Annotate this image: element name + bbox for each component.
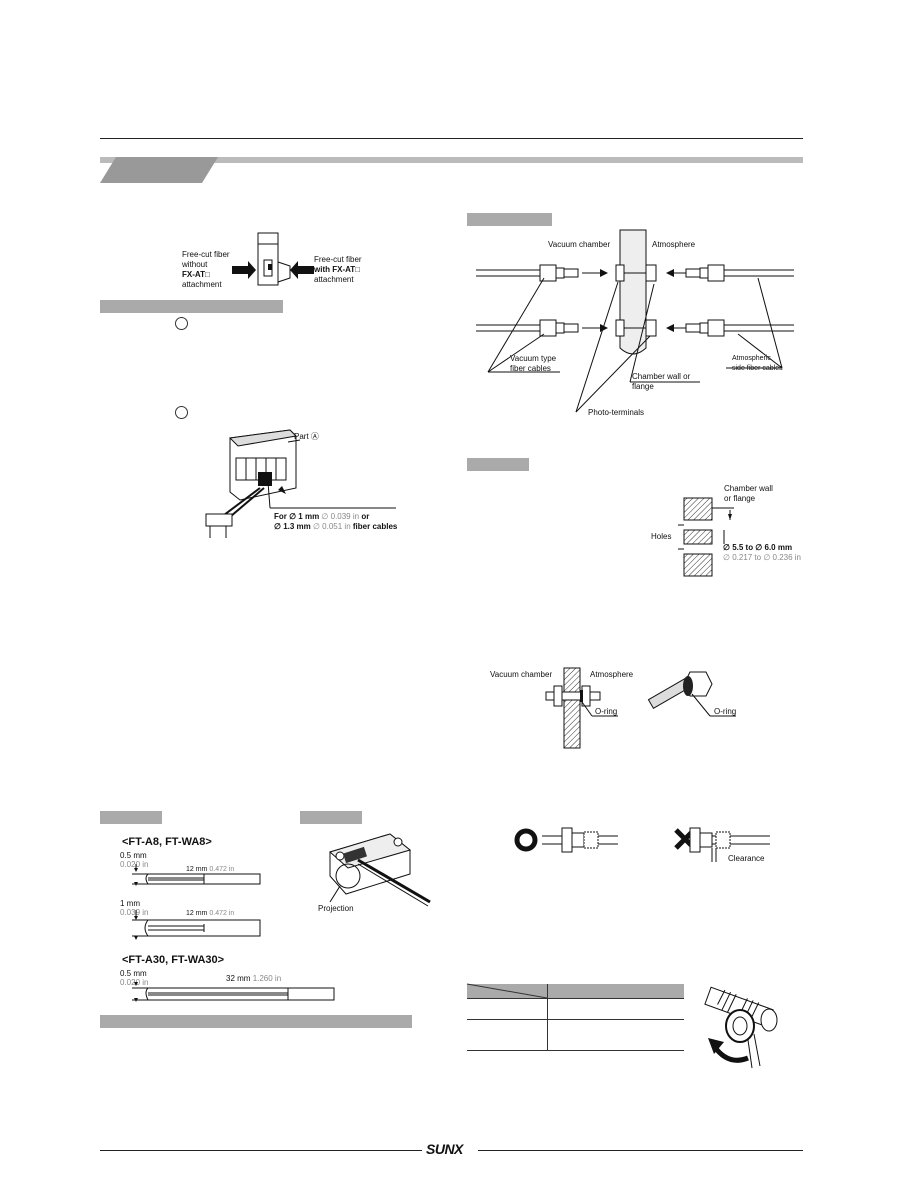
section-bar-right-1 (467, 213, 552, 226)
hole-illustration (678, 497, 734, 577)
connector-illustration (205, 429, 396, 538)
table-row (467, 998, 684, 1020)
holes-label: Holes (651, 532, 672, 541)
hole-chamber-wall-label: Chamber wall or flange (724, 484, 773, 503)
vacuum-fiber-label: Vacuum type fiber cables (510, 354, 557, 373)
section-banner-bar (100, 157, 803, 163)
tip-c-mm: 0.5 mm (120, 969, 147, 978)
tip-b-in: 0.039 in (120, 908, 149, 917)
hole-diameter-in: ∅ 0.217 to ∅ 0.236 in (723, 553, 801, 562)
photo-terminals-label: Photo-terminals (588, 408, 645, 417)
tip-a-mm: 0.5 mm (120, 851, 147, 860)
oring-vacuum-label: Vacuum chamber (490, 670, 553, 679)
step-marker-1 (175, 317, 188, 330)
tip-b-mm: 1 mm (120, 899, 140, 908)
atmospheric-fiber-label: Atmospheric side fiber cables (732, 355, 783, 372)
attach-left-label: Free-cut fiber without FX-AT□ attachment (182, 250, 230, 289)
fiber-tip-b (132, 910, 261, 940)
projection-label: Projection (318, 904, 354, 913)
tip-c-length: 32 mm 1.260 in (226, 974, 282, 983)
sunx-logo: SUNX (426, 1141, 463, 1157)
footer-rule-right (478, 1150, 803, 1151)
oring-right-label: O-ring (714, 707, 737, 716)
footer-rule-left (100, 1150, 422, 1151)
oring-illustration (545, 667, 736, 749)
section-bar-left-3 (300, 811, 362, 824)
fiber-tip-a (132, 864, 261, 886)
section-bar-left-4 (100, 1015, 412, 1028)
fiber-tip-heading-2: <FT-A30, FT-WA30> (122, 954, 225, 966)
oring-atmosphere-label: Atmosphere (590, 670, 634, 679)
oring-left-label: O-ring (595, 707, 618, 716)
tip-b-length: 12 mm 0.472 in (186, 910, 235, 917)
fiber-note-line1: For ∅ 1 mm ∅ 0.039 in or (274, 512, 370, 521)
fiber-note-line2: ∅ 1.3 mm ∅ 0.051 in fiber cables (274, 522, 398, 531)
section-bar-right-2 (467, 458, 529, 471)
part-a-label: Part Ⓐ (294, 432, 319, 441)
spec-table (466, 983, 684, 1051)
hole-diameter-mm: ∅ 5.5 to ∅ 6.0 mm (723, 543, 793, 552)
table-row (467, 1019, 684, 1051)
clearance-illustration (514, 827, 770, 862)
vacuum-feedthrough-illustration (476, 229, 794, 413)
section-banner-tab (100, 157, 218, 183)
chamber-wall-label: Chamber wall or flange (632, 372, 691, 391)
table-header-cell (547, 984, 684, 999)
vacuum-chamber-label: Vacuum chamber (548, 240, 611, 249)
tip-a-in: 0.020 in (120, 860, 149, 869)
tip-c-in: 0.020 in (120, 978, 149, 987)
projection-illustration (328, 833, 431, 907)
step-marker-2 (175, 406, 188, 419)
nut-tightening-illustration (704, 986, 778, 1069)
section-bar-left-1 (100, 300, 283, 313)
attach-right-label: Free-cut fiber with FX-AT□ attachment (314, 255, 362, 284)
fiber-attachment-illustration (232, 232, 314, 286)
table-corner-cell (466, 983, 548, 999)
section-bar-left-2 (100, 811, 162, 824)
clearance-label: Clearance (728, 854, 765, 863)
fiber-tip-c (132, 982, 335, 1002)
top-rule (100, 138, 803, 139)
atmosphere-label: Atmosphere (652, 240, 696, 249)
fiber-tip-heading-1: <FT-A8, FT-WA8> (122, 836, 212, 848)
tip-a-length: 12 mm 0.472 in (186, 866, 235, 873)
correct-icon (514, 828, 538, 852)
